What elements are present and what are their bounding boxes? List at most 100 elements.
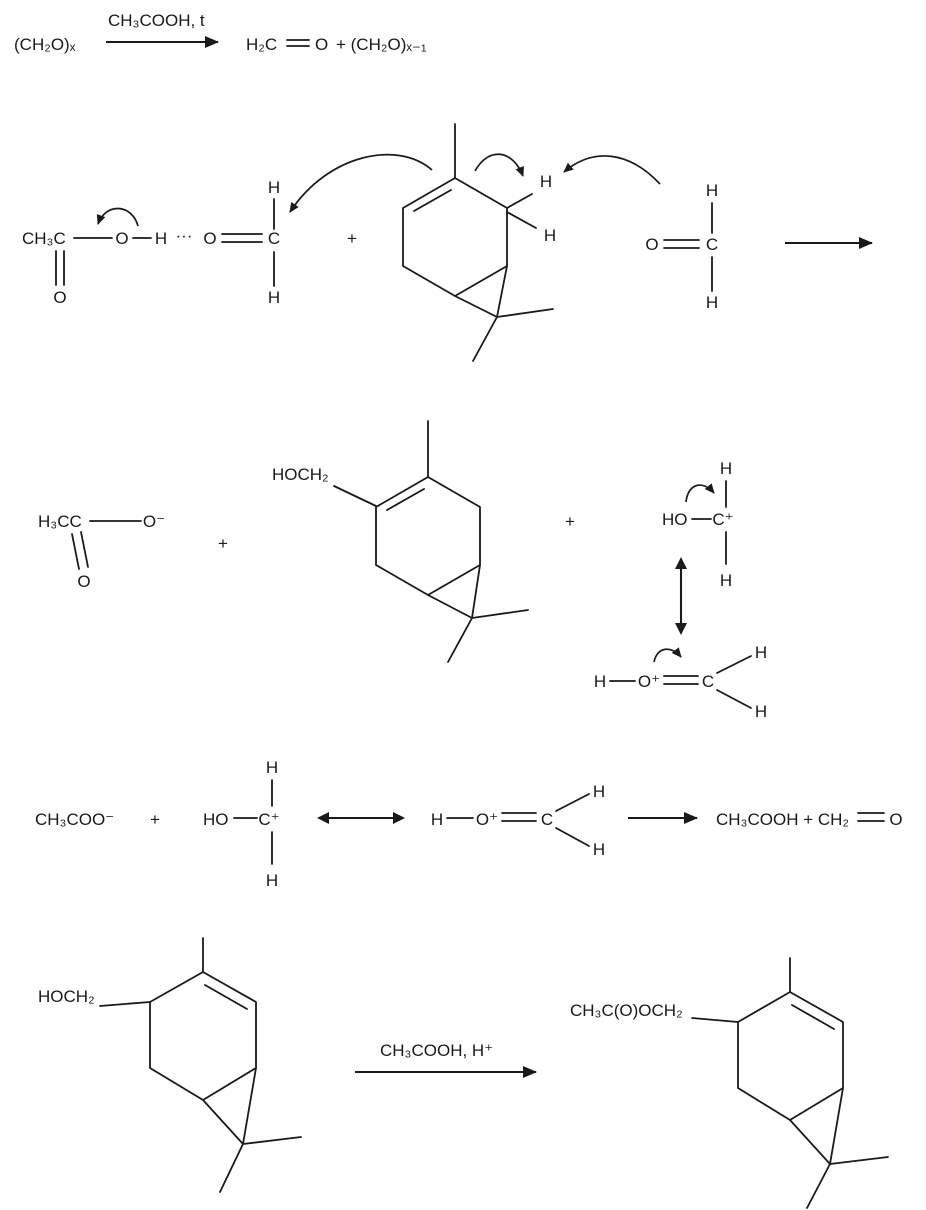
atom-o-plus: O⁺ [476,810,498,829]
atom-h: H [268,288,280,307]
carene-ring [149,971,257,1101]
curved-arrow [96,207,139,227]
atom-o-plus: O⁺ [638,672,660,691]
atom-c-formaldehyde1: C [268,229,280,248]
formula-ho: HO [203,810,229,829]
bond [333,485,377,507]
formula-products: CH₃COOH + CH₂ [716,810,849,829]
atom-o-hydroxyl: O [115,229,128,248]
hydrogen-bond-dots: ··· [176,226,193,245]
formula-remainder: + (CH₂O)ₓ₋₁ [336,35,427,54]
atom-o: O [889,810,902,829]
double-bond [55,250,65,286]
carene-ring [402,177,508,297]
arrowhead [393,812,405,824]
cyclopropane-ring [202,1067,257,1145]
double-bond-inner [791,1004,835,1030]
double-bond-inner [413,189,452,212]
methyl-bond [829,1156,889,1165]
formula-h2c: H₂C [246,35,277,54]
plus-sign: + [565,512,575,531]
reaction-conditions: CH₃COOH, t [108,11,205,30]
curved-arrow [474,153,524,177]
bond [716,689,752,709]
atom-h: H [593,840,605,859]
atom-h: H [755,643,767,662]
plus-sign: + [347,229,357,248]
atom-h-allylic: H [544,226,556,245]
formula-ho: HO [662,510,688,529]
reaction-conditions: CH₃COOH, H⁺ [380,1041,493,1060]
formula-paraformaldehyde: (CH₂O)ₓ [14,35,76,54]
curved-arrow [563,155,661,185]
double-bond [857,812,885,822]
double-bond [663,239,700,249]
step5-esterification: HOCH₂ CH₃COOH, H⁺ CH₃C(O)OCH₂ [38,937,889,1209]
arrowhead [675,623,687,635]
double-bond [663,675,699,685]
double-bond [71,531,89,570]
formula-acetate: CH₃COO⁻ [35,810,114,829]
plus-sign: + [218,534,228,553]
atom-o-minus: O⁻ [143,512,165,531]
atom-o-formaldehyde2: O [645,235,658,254]
formula-h3cc: H₃CC [38,512,82,531]
atom-h: H [431,810,443,829]
methyl-bond [472,316,498,362]
formula-hoch2: HOCH₂ [38,987,95,1006]
carene-ring [737,991,844,1121]
curved-arrow [289,153,433,213]
carene-ring [375,476,481,596]
atom-c: C [702,672,714,691]
methyl-bond [219,1143,244,1193]
bond [555,827,590,847]
bond [691,1017,739,1023]
arrowhead [317,812,329,824]
double-bond-inner [386,488,425,511]
cyclopropane-ring [789,1087,844,1165]
double-bond [501,812,537,822]
step1-depolymerization: (CH₂O)ₓ CH₃COOH, t H₂C O + (CH₂O)ₓ₋₁ [14,11,427,54]
atom-h: H [266,758,278,777]
bond [506,193,533,209]
atom-o-formaldehyde1: O [203,229,216,248]
step4-resonance-equilibrium: CH₃COO⁻ + HO C⁺ H H H O⁺ C H H CH₃COOH +… [35,758,903,890]
atom-o-carbonyl: O [53,288,66,307]
bond [506,211,537,229]
methyl-bond [447,617,473,663]
methyl-bond [806,1163,831,1209]
atom-h: H [755,702,767,721]
plus-sign: + [150,810,160,829]
methyl-bond [496,308,554,318]
atom-h-acidic: H [155,229,167,248]
bond [716,655,752,674]
atom-o: O [315,35,328,54]
formula-ch3c: CH₃C [22,229,66,248]
step3-intermediates: H₃CC O⁻ O + HOCH₂ + HO C⁺ H H H O⁺ C [38,420,767,721]
atom-h: H [720,571,732,590]
atom-o-carbonyl: O [77,572,90,591]
atom-h: H [706,181,718,200]
double-bond [286,39,310,47]
atom-h: H [266,871,278,890]
atom-h: H [706,293,718,312]
atom-c-plus: C⁺ [258,810,279,829]
curved-arrow [653,647,682,663]
methyl-bond [242,1136,302,1145]
double-bond-inner [204,984,248,1010]
atom-c-formaldehyde2: C [706,235,718,254]
bond [99,1001,151,1007]
arrowhead [675,557,687,569]
atom-h: H [720,459,732,478]
step2-ene-reaction: CH₃C O H ··· O C H H O + H H H C [22,123,873,362]
atom-c: C [541,810,553,829]
atom-h: H [593,782,605,801]
double-bond [221,233,263,243]
formula-hoch2: HOCH₂ [272,465,329,484]
atom-c-plus: C⁺ [712,510,733,529]
atom-h: H [594,672,606,691]
curved-arrow [685,483,715,503]
atom-h-allylic: H [540,172,552,191]
